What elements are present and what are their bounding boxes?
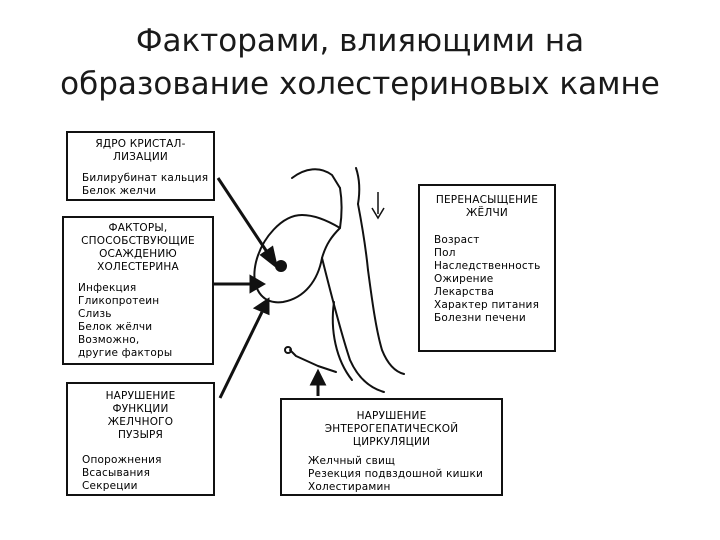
list-item: Возможно, — [78, 334, 140, 346]
list-item: другие факторы — [78, 347, 173, 359]
heading-line: ХОЛЕСТЕРИНА — [97, 261, 179, 273]
slide-title: Факторами, влияющими на образование холе… — [0, 20, 720, 106]
heading-line: НАРУШЕНИЕ — [105, 390, 176, 402]
heading-line: ЖЁЛЧИ — [466, 207, 508, 219]
heading-line: ПУЗЫРЯ — [117, 429, 164, 441]
heading-line: ЭНТЕРОГЕПАТИЧЕСКОЙ — [324, 423, 459, 435]
list-item: Характер питания — [434, 299, 540, 311]
list-item: Секреции — [82, 480, 138, 492]
arrow-gallbladder-function — [218, 311, 264, 399]
hepatic-duct-right — [355, 167, 361, 205]
list-item: Билирубинат кальция — [82, 172, 209, 184]
box-crystallization-nucleus: ЯДРО КРИСТАЛ- ЛИЗАЦИИ Билирубинат кальци… — [66, 131, 215, 201]
list-item: Наследственность — [434, 260, 541, 272]
heading-line: НАРУШЕНИЕ — [356, 410, 427, 422]
list-item: Холестирамин — [308, 481, 391, 493]
hepatic-duct-left — [291, 168, 341, 189]
box-bile-supersaturation: ПЕРЕНАСЫЩЕНИЕ ЖЁЛЧИ Возраст Пол Наследст… — [418, 184, 556, 352]
heading-line: ЯДРО КРИСТАЛ- — [95, 138, 186, 150]
list-item: Всасывания — [82, 467, 151, 479]
title-line-1: Факторами, влияющими на — [135, 23, 585, 59]
heading-line: ФАКТОРЫ, — [108, 222, 168, 234]
list-item: Болезни печени — [434, 312, 526, 324]
list-item: Слизь — [78, 308, 112, 320]
list-item: Опорожнения — [82, 454, 162, 466]
bile-duct-right-wall — [367, 269, 405, 375]
heading-line: ЖЕЛЧНОГО — [107, 416, 174, 428]
heading-line: ПЕРЕНАСЫЩЕНИЕ — [435, 194, 539, 206]
list-item: Ожирение — [434, 273, 494, 285]
list-item: Инфекция — [78, 282, 137, 294]
arrow-supersaturation — [371, 192, 385, 220]
bile-duct-left-wall — [321, 257, 385, 393]
heading-line: ЛИЗАЦИИ — [113, 151, 168, 163]
box-gallbladder-dysfunction: НАРУШЕНИЕ ФУНКЦИИ ЖЕЛЧНОГО ПУЗЫРЯ Опорож… — [66, 382, 215, 496]
common-hepatic-duct-right-wall — [357, 203, 369, 271]
list-item: Лекарства — [434, 286, 495, 298]
heading-line: ЦИРКУЛЯЦИИ — [352, 436, 431, 448]
box-precipitation-factors: ФАКТОРЫ, СПОСОБСТВУЮЩИЕ ОСАЖДЕНИЮ ХОЛЕСТ… — [62, 216, 214, 365]
list-item: Пол — [434, 247, 456, 259]
list-item: Гликопротеин — [78, 295, 160, 307]
list-item: Белок жёлчи — [78, 321, 153, 333]
list-item: Желчный свищ — [308, 455, 396, 467]
list-item: Белок желчи — [82, 185, 157, 197]
fistula-tube — [289, 349, 337, 373]
list-item: Резекция подвздошной кишки — [308, 468, 484, 480]
common-hepatic-duct-left-wall — [339, 187, 343, 229]
heading-line: ФУНКЦИИ — [112, 403, 169, 415]
heading-line: СПОСОБСТВУЮЩИЕ — [81, 235, 195, 247]
arrow-nucleus — [216, 177, 271, 256]
list-item: Возраст — [434, 234, 480, 246]
title-line-2: образование холестериновых камне — [60, 66, 660, 102]
box-enterohepatic-circulation: НАРУШЕНИЕ ЭНТЕРОГЕПАТИЧЕСКОЙ ЦИРКУЛЯЦИИ … — [280, 398, 503, 496]
heading-line: ОСАЖДЕНИЮ — [99, 248, 177, 260]
duodenum-wall — [331, 301, 353, 381]
